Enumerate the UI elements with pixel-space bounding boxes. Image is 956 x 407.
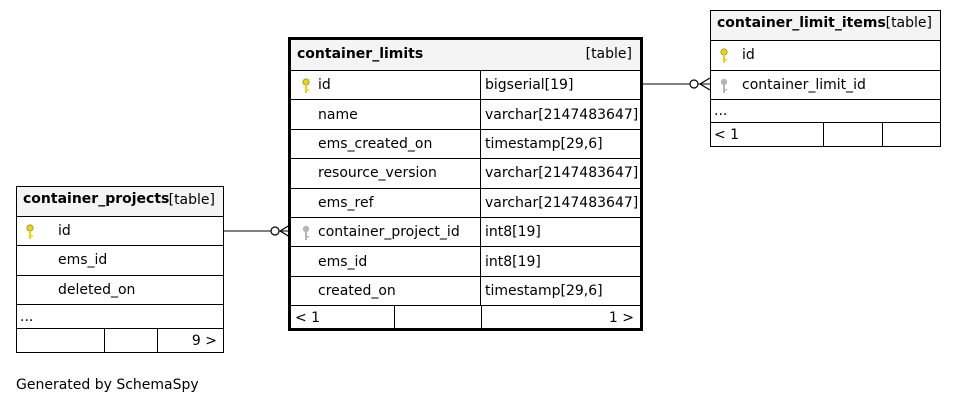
table-footer-row: < 1 (711, 122, 940, 146)
column-name: name (318, 106, 358, 123)
column-name: container_project_id (318, 224, 460, 241)
column-name: deleted_on (58, 281, 136, 298)
column-row-id[interactable]: id (17, 216, 223, 245)
primary-key-icon (302, 78, 310, 98)
table-name: container_projects (23, 191, 170, 207)
column-name: id (58, 223, 71, 240)
column-name: ems_ref (318, 194, 374, 211)
table-header: container_projects [table] (17, 187, 223, 216)
column-type: varchar[2147483647] (485, 165, 639, 182)
primary-key-icon (26, 224, 34, 244)
column-type: varchar[2147483647] (485, 194, 639, 211)
column-row-ems-created-on[interactable]: ems_created_on timestamp[29,6] (291, 128, 640, 159)
generated-by-footer: Generated by SchemaSpy (16, 377, 199, 393)
table-footer-row: 9 > (17, 328, 223, 352)
table-tag: [table] (885, 15, 932, 31)
column-name: container_limit_id (742, 76, 866, 93)
table-name: container_limits (297, 46, 424, 62)
edge-limit-items-to-limits (643, 77, 711, 91)
table-footer-row: < 1 1 > (291, 305, 640, 330)
column-row-container-limit-id[interactable]: container_limit_id (711, 69, 940, 100)
column-name: created_on (318, 282, 396, 299)
foreign-key-icon (302, 225, 310, 245)
table-tag: [table] (168, 192, 215, 208)
table-header: container_limit_items [table] (711, 11, 940, 40)
table-container-limit-items[interactable]: container_limit_items [table] id containe… (710, 10, 941, 147)
column-name: ems_id (58, 252, 108, 269)
column-row-id[interactable]: id (711, 40, 940, 70)
ellipsis-row: ... (17, 304, 223, 328)
column-type: varchar[2147483647] (485, 106, 639, 123)
foreign-key-icon (720, 78, 728, 98)
column-name: id (318, 77, 331, 94)
column-row-ems-ref[interactable]: ems_ref varchar[2147483647] (291, 187, 640, 217)
column-row-ems-id[interactable]: ems_id int8[19] (291, 246, 640, 276)
parents-count[interactable]: < 1 (714, 126, 740, 143)
column-type: timestamp[29,6] (485, 135, 603, 152)
column-type: timestamp[29,6] (485, 282, 603, 299)
column-type: int8[19] (485, 224, 541, 241)
table-header: container_limits [table] (291, 40, 640, 70)
more-columns-ellipsis: ... (714, 103, 728, 119)
children-count[interactable]: 1 > (608, 310, 634, 326)
more-columns-ellipsis: ... (20, 308, 34, 325)
column-row-container-project-id[interactable]: container_project_id int8[19] (291, 217, 640, 247)
column-row-resource-version[interactable]: resource_version varchar[2147483647] (291, 158, 640, 188)
primary-key-icon (720, 48, 728, 68)
column-name: id (742, 47, 755, 64)
column-name: resource_version (318, 165, 437, 182)
table-tag: [table] (585, 46, 632, 62)
column-type: bigserial[19] (485, 77, 574, 94)
table-name: container_limit_items (717, 15, 886, 31)
table-container-limits[interactable]: container_limits [table] id bigserial[19]… (288, 37, 643, 331)
ellipsis-row: ... (711, 99, 940, 122)
column-row-id[interactable]: id bigserial[19] (291, 70, 640, 100)
column-row-name[interactable]: name varchar[2147483647] (291, 99, 640, 129)
column-type: int8[19] (485, 253, 541, 270)
children-count[interactable]: 9 > (191, 332, 217, 349)
parents-count[interactable]: < 1 (295, 310, 321, 326)
column-row-created-on[interactable]: created_on timestamp[29,6] (291, 275, 640, 306)
column-name: ems_created_on (318, 135, 433, 152)
column-row-ems-id[interactable]: ems_id (17, 245, 223, 274)
column-name: ems_id (318, 253, 368, 270)
edge-limits-to-projects (224, 224, 291, 238)
column-row-deleted-on[interactable]: deleted_on (17, 274, 223, 304)
